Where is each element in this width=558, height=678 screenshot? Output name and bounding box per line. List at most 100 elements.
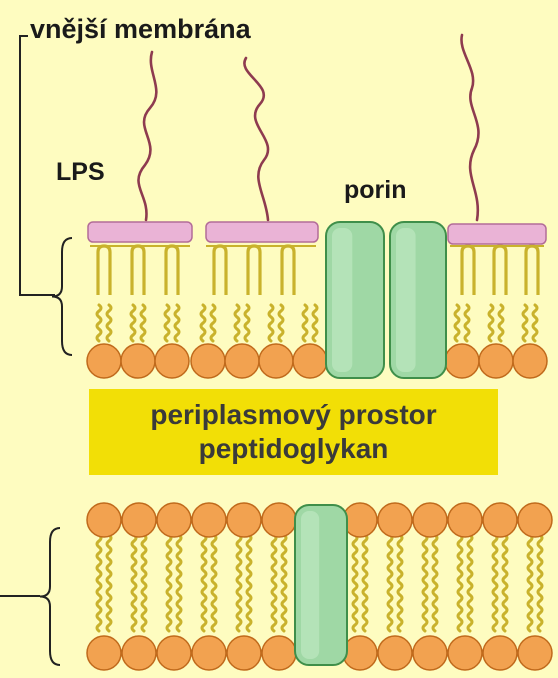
lipid-a-fork: [214, 246, 226, 295]
lipid-tail: [528, 535, 532, 631]
lipid-tail: [141, 305, 145, 341]
phospholipid-head: [448, 636, 482, 670]
periplasm-box: periplasmový prostor peptidoglykan: [89, 389, 498, 475]
phospholipid-head: [483, 636, 517, 670]
lipid-a-fork: [462, 246, 474, 295]
lps-label: LPS: [56, 158, 105, 187]
phospholipid-head: [513, 344, 547, 378]
phospholipid-head: [448, 503, 482, 537]
lipid-tail: [201, 305, 205, 341]
lipid-a-tails: [90, 246, 544, 295]
lipid-tail: [212, 535, 216, 631]
lipid-tail: [313, 305, 317, 341]
inner-membrane-brace: [40, 528, 60, 665]
phospholipid-head: [343, 503, 377, 537]
phospholipid-head: [227, 503, 261, 537]
lipid-tail: [177, 535, 181, 631]
phospholipid-head: [225, 344, 259, 378]
outer-membrane-bracket: [20, 36, 72, 355]
lipid-tail: [272, 535, 276, 631]
porin-highlight: [332, 228, 352, 372]
lps-bars: [88, 222, 546, 244]
phospholipid-head: [192, 503, 226, 537]
lipid-tail: [465, 305, 469, 341]
inner-membrane: [87, 503, 552, 670]
phospholipid-head: [445, 344, 479, 378]
lipid-tail: [279, 305, 283, 341]
outer-inner-leaflet-heads: [87, 344, 547, 378]
phospholipid-head: [518, 503, 552, 537]
lipid-tail: [489, 305, 493, 341]
lipid-tail: [245, 305, 249, 341]
porin-highlight: [301, 511, 319, 659]
lipid-tail: [211, 305, 215, 341]
phospholipid-head: [262, 503, 296, 537]
lipid-a-fork: [98, 246, 110, 295]
lps-polysaccharide-chains: [138, 35, 478, 220]
lipid-tail: [523, 305, 527, 341]
lipid-tail: [132, 535, 136, 631]
phospholipid-head: [121, 344, 155, 378]
phospholipid-head: [87, 503, 121, 537]
outer-bracket-line: [20, 36, 55, 295]
lipid-tail: [107, 535, 111, 631]
phospholipid-head: [87, 636, 121, 670]
lps-bar: [88, 222, 192, 242]
porin-label: porin: [344, 176, 407, 205]
lipid-tail: [398, 535, 402, 631]
lipid-tail: [237, 535, 241, 631]
phospholipid-head: [413, 636, 447, 670]
lipid-tail: [97, 535, 101, 631]
phospholipid-head: [122, 503, 156, 537]
lipid-tail: [353, 535, 357, 631]
lipid-tail: [202, 535, 206, 631]
phospholipid-head: [483, 503, 517, 537]
outer-inner-leaflet-tails: [97, 305, 537, 341]
phospholipid-head: [518, 636, 552, 670]
lipid-a-fork: [248, 246, 260, 295]
outer-membrane-brace: [52, 238, 72, 355]
lipid-tail: [269, 305, 273, 341]
phospholipid-head: [259, 344, 293, 378]
lipid-tail: [433, 535, 437, 631]
lipid-a-fork: [282, 246, 294, 295]
periplasm-label: periplasmový prostor: [89, 398, 498, 432]
phospholipid-head: [413, 503, 447, 537]
lipid-tail: [458, 535, 462, 631]
phospholipid-head: [155, 344, 189, 378]
phospholipid-head: [87, 344, 121, 378]
phospholipid-head: [191, 344, 225, 378]
lipid-tail: [247, 535, 251, 631]
phospholipid-head: [157, 636, 191, 670]
phospholipid-head: [262, 636, 296, 670]
phospholipid-head: [293, 344, 327, 378]
phospholipid-head: [227, 636, 261, 670]
peptidoglycan-label: peptidoglykan: [89, 432, 498, 466]
phospholipid-head: [479, 344, 513, 378]
lps-chain: [138, 52, 156, 220]
lipid-tail: [175, 305, 179, 341]
lps-chain: [244, 58, 268, 220]
phospholipid-head: [157, 503, 191, 537]
lipid-tail: [235, 305, 239, 341]
lipid-tail: [388, 535, 392, 631]
phospholipid-head: [192, 636, 226, 670]
lipid-tail: [107, 305, 111, 341]
lipid-tail: [131, 305, 135, 341]
lipid-tail: [303, 305, 307, 341]
lipid-tail: [538, 535, 542, 631]
lipid-a-fork: [526, 246, 538, 295]
lipid-tail: [499, 305, 503, 341]
lps-bar: [448, 224, 546, 244]
lipid-tail: [97, 305, 101, 341]
lipid-a-fork: [166, 246, 178, 295]
lps-bar: [206, 222, 318, 242]
lipid-tail: [423, 535, 427, 631]
lipid-tail: [503, 535, 507, 631]
lipid-tail: [533, 305, 537, 341]
phospholipid-head: [378, 503, 412, 537]
phospholipid-head: [122, 636, 156, 670]
phospholipid-head: [343, 636, 377, 670]
